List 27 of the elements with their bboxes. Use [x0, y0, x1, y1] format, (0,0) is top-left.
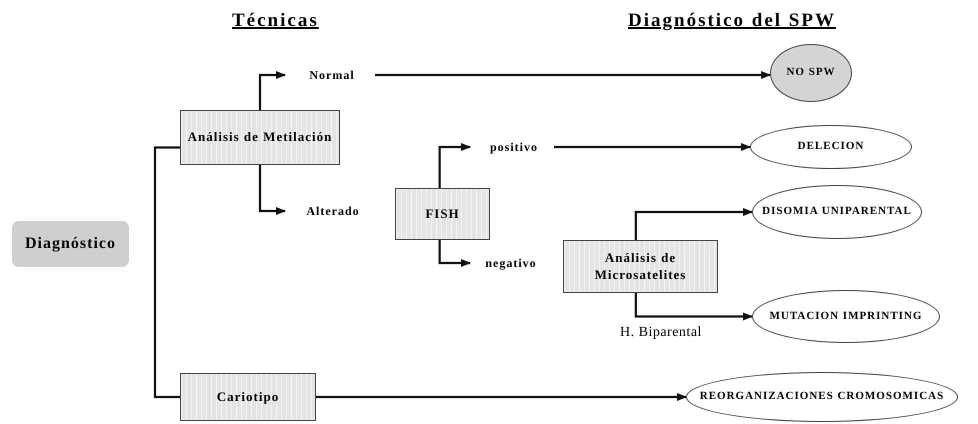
- arrow: [438, 240, 471, 267]
- connector-line: [154, 146, 180, 398]
- start-box: Diagnóstico: [12, 221, 129, 267]
- result-ellipse: NO SPW: [770, 44, 852, 102]
- branch-label: Alterado: [287, 201, 379, 221]
- process-box: Análisis de Microsatelites: [563, 240, 718, 293]
- arrow: [634, 208, 753, 240]
- result-ellipse: MUTACION IMPRINTING: [752, 290, 940, 343]
- edge-label: H. Biparental: [620, 325, 702, 341]
- branch-label: Normal: [287, 65, 377, 85]
- arrow: [554, 143, 751, 151]
- arrow: [258, 165, 286, 215]
- process-box: FISH: [395, 188, 490, 240]
- process-box: Análisis de Metilación: [180, 110, 340, 165]
- arrow: [438, 143, 471, 188]
- result-ellipse: DISOMIA UNIPARENTAL: [752, 185, 922, 239]
- result-ellipse: DELECION: [750, 125, 912, 169]
- result-ellipse: REORGANIZACIONES CROMOSOMICAS: [686, 372, 958, 422]
- arrow: [258, 71, 286, 110]
- arrow: [634, 293, 753, 320]
- branch-label: negativo: [472, 253, 550, 273]
- branch-label: positivo: [472, 137, 556, 157]
- arrow: [316, 393, 687, 401]
- column-heading: Técnicas: [232, 10, 319, 32]
- arrow: [375, 71, 772, 79]
- process-box: Cariotipo: [180, 373, 316, 421]
- column-heading: Diagnóstico del SPW: [628, 10, 836, 32]
